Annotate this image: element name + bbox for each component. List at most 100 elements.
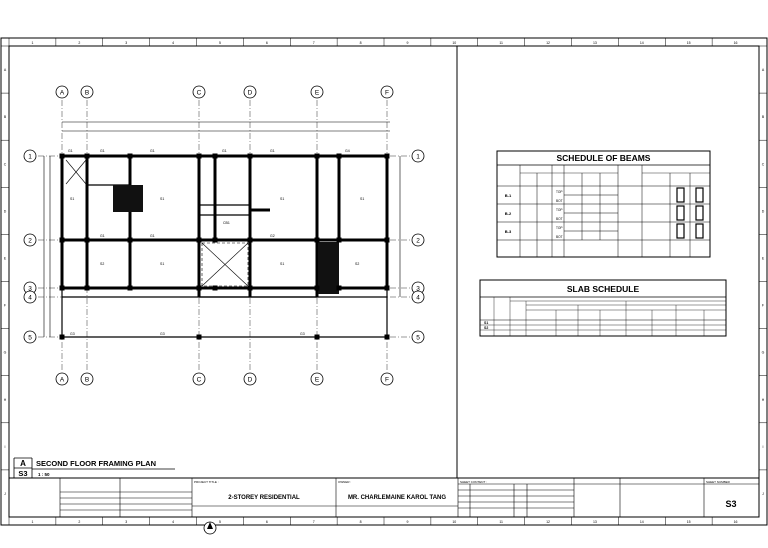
border-letter: C (4, 162, 7, 166)
svg-text:G1: G1 (150, 234, 155, 238)
border-ticks: 1122334455667788991010111112121313141415… (1, 38, 767, 525)
border-number: 10 (452, 520, 456, 524)
grid-bubble-col (243, 372, 257, 386)
grid-bubble-row (411, 233, 425, 247)
grid-bubble-label: 3 (28, 285, 32, 292)
svg-text:G1: G1 (150, 149, 155, 153)
column (314, 334, 320, 340)
column (384, 153, 390, 159)
border-letter: E (762, 256, 765, 260)
column (314, 285, 320, 291)
border-number: 14 (640, 520, 644, 524)
column (336, 153, 342, 159)
svg-text:S1: S1 (160, 262, 164, 266)
border-number: 9 (406, 520, 408, 524)
grid-bubble-label: E (315, 376, 320, 383)
grid-bubble-row (411, 149, 425, 163)
column (196, 334, 202, 340)
border-number: 5 (219, 520, 221, 524)
grid-bubble-col (80, 85, 94, 99)
border-letter: G (762, 351, 765, 355)
border-letter: B (762, 115, 765, 119)
grid-bubble-label: 5 (416, 334, 420, 341)
column (59, 334, 65, 340)
svg-text:G3: G3 (160, 332, 165, 336)
grid-bubble-label: F (385, 376, 389, 383)
columns (59, 153, 390, 340)
border-number: 3 (125, 520, 127, 524)
slab-schedule-title: SLAB SCHEDULE (567, 284, 640, 294)
column (384, 237, 390, 243)
grid-bubble-label: C (197, 376, 202, 383)
beam-marks: B-1B-2B-3 (505, 193, 512, 234)
stirrup-icons (676, 187, 704, 239)
border-number: 13 (593, 520, 597, 524)
stirrup-icon (676, 187, 685, 203)
grid-bubble-row (23, 290, 37, 304)
grid-bubble-col (192, 372, 206, 386)
column (212, 153, 218, 159)
svg-text:G1: G1 (222, 149, 227, 153)
beam-mark: B-1 (505, 193, 512, 198)
border-number: 15 (687, 41, 691, 45)
grid-bubble-col (380, 372, 394, 386)
border-letter: I (763, 445, 764, 449)
border-number: 7 (313, 41, 315, 45)
border-letter: J (4, 492, 6, 496)
slab-schedule-frame (479, 279, 727, 337)
grid-bubble-label: 4 (416, 294, 420, 301)
border-letter: H (762, 398, 765, 402)
project-label: PROJECT TITLE : (194, 480, 219, 484)
column (127, 237, 133, 243)
column (336, 237, 342, 243)
border-number: 16 (734, 41, 738, 45)
shaft-opening (318, 242, 339, 294)
border-letter: J (762, 492, 764, 496)
grid-bubble-row (23, 149, 37, 163)
drawing-scale: 1 : 50 (38, 472, 50, 477)
drawing-sheet-ref: S3 (18, 469, 27, 478)
grid-bubble-label: F (385, 89, 389, 96)
grid-bubble-label: D (248, 376, 253, 383)
stirrup-icon (695, 205, 704, 221)
grid-bubble-label: B (85, 376, 89, 383)
beam-row-label: TOP (556, 190, 563, 194)
grid-bubble-label: A (60, 89, 65, 96)
svg-text:G1: G1 (100, 149, 105, 153)
column (127, 153, 133, 159)
border-number: 16 (734, 520, 738, 524)
grid-bubble-label: 4 (28, 294, 32, 301)
north-arrow-pointer-icon (207, 522, 213, 529)
svg-text:G2: G2 (270, 234, 275, 238)
border-letter: D (762, 209, 765, 213)
border-number: 7 (313, 520, 315, 524)
border-letter: E (4, 256, 7, 260)
beam-mark: B-3 (505, 229, 512, 234)
beam-row-label: TOP (556, 226, 563, 230)
border-number: 11 (499, 41, 503, 45)
drawing-title-block: A S3 SECOND FLOOR FRAMING PLAN 1 : 50 (13, 457, 175, 478)
column (212, 285, 218, 291)
grid-bubble-col (192, 85, 206, 99)
slab-mark: S2 (484, 326, 488, 330)
border-number: 12 (546, 41, 550, 45)
column (314, 237, 320, 243)
column (247, 237, 253, 243)
column (127, 285, 133, 291)
column (247, 153, 253, 159)
grid-bubble-label: E (315, 89, 320, 96)
svg-text:S1: S1 (160, 197, 164, 201)
border-letter: F (4, 304, 6, 308)
border-number: 6 (266, 41, 268, 45)
column (59, 285, 65, 291)
beam-row-label: BOT (556, 235, 563, 239)
slab-mark: S1 (484, 321, 488, 325)
border-letter: A (4, 68, 7, 72)
border-number: 15 (687, 520, 691, 524)
stirrup-icon (695, 223, 704, 239)
